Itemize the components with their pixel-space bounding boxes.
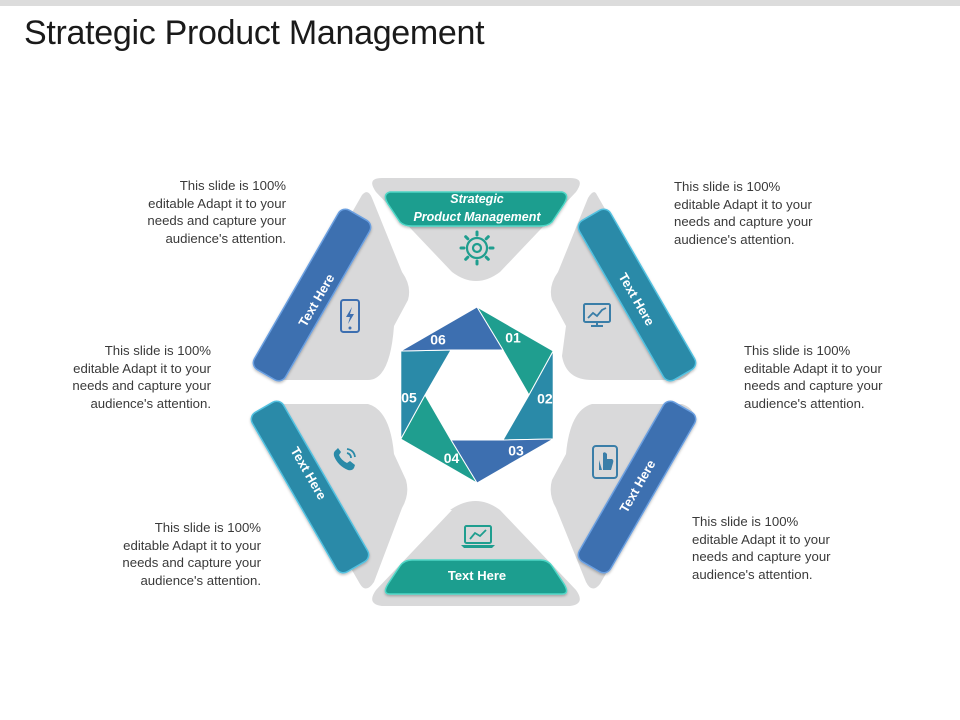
label-bars: [250, 191, 697, 595]
gear-icon: [459, 230, 495, 266]
description-line: This slide is 100%: [179, 178, 286, 193]
description-line: needs and capture your: [674, 214, 813, 230]
bar-top-label-line1: Strategic: [450, 192, 504, 206]
description-line: audience's attention.: [674, 231, 795, 247]
description-line: audience's attention.: [140, 572, 261, 588]
description-bottom-right: This slide is 100% editable Adapt it to …: [692, 513, 882, 583]
description-line: needs and capture your: [147, 213, 286, 229]
bar-bottom: [384, 559, 568, 595]
segment-number-06: 06: [430, 331, 446, 347]
description-line: audience's attention.: [744, 395, 865, 411]
description-top-left: This slide is 100% editable Adapt it to …: [96, 177, 286, 247]
bar-top-label-line2: Product Management: [413, 210, 541, 224]
description-line: This slide is 100%: [674, 179, 781, 194]
hexagon-segment-06: [400, 306, 504, 352]
description-line: editable Adapt it to your: [123, 537, 261, 553]
description-line: audience's attention.: [165, 230, 286, 246]
segment-number-01: 01: [505, 329, 521, 345]
description-line: This slide is 100%: [744, 343, 851, 358]
description-bottom-left: This slide is 100% editable Adapt it to …: [71, 519, 261, 589]
description-line: This slide is 100%: [104, 343, 211, 358]
description-mid-right: This slide is 100% editable Adapt it to …: [744, 342, 934, 412]
description-top-right: This slide is 100% editable Adapt it to …: [674, 178, 864, 248]
laptop-graph-icon: [461, 525, 495, 548]
description-line: needs and capture your: [744, 378, 883, 394]
bar-bottom-right: [577, 400, 697, 574]
segment-number-03: 03: [508, 443, 524, 459]
phone-icon: [333, 448, 356, 471]
slide-title: Strategic Product Management: [24, 14, 485, 52]
description-line: editable Adapt it to your: [73, 360, 211, 376]
description-line: editable Adapt it to your: [148, 195, 286, 211]
bar-top-left: [252, 208, 372, 382]
description-line: needs and capture your: [122, 555, 261, 571]
mobile-power-icon: [340, 299, 360, 333]
description-line: needs and capture your: [72, 378, 211, 394]
bar-top: [384, 191, 568, 227]
description-line: This slide is 100%: [154, 520, 261, 535]
segment-number-05: 05: [401, 389, 417, 405]
bar-top-right: [577, 208, 697, 382]
description-line: editable Adapt it to your: [744, 360, 882, 376]
description-mid-left: This slide is 100% editable Adapt it to …: [21, 342, 211, 412]
hexagon-ring: 01 02 03 04 05 06: [400, 306, 554, 484]
description-line: needs and capture your: [692, 549, 831, 565]
description-line: editable Adapt it to your: [674, 196, 812, 212]
description-line: This slide is 100%: [692, 514, 799, 529]
description-line: audience's attention.: [90, 395, 211, 411]
segment-number-02: 02: [537, 391, 553, 407]
thumbs-up-tablet-icon: [592, 445, 618, 479]
description-line: audience's attention.: [692, 566, 813, 582]
segment-number-04: 04: [444, 450, 460, 466]
top-accent-bar: [0, 0, 960, 6]
chart-monitor-icon: [583, 303, 611, 327]
bar-bottom-label: Text Here: [448, 568, 506, 583]
bar-bottom-left: [250, 400, 370, 574]
description-line: editable Adapt it to your: [692, 531, 830, 547]
